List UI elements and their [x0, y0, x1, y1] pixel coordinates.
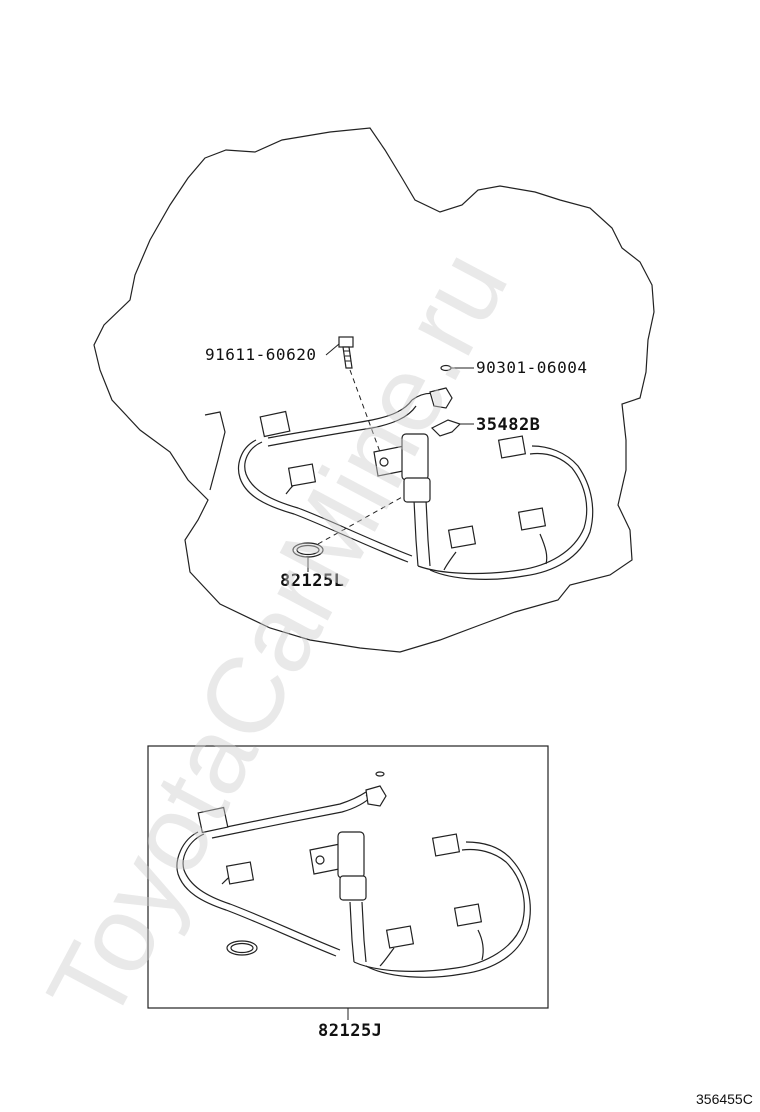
- lower-wire-harness: [176, 790, 531, 978]
- connector-lower-center: [385, 925, 415, 949]
- illustration-code: 356455C: [696, 1091, 753, 1107]
- callout-bracket: 35482B: [476, 415, 540, 435]
- bolt-install-line: [349, 369, 381, 453]
- speed-sensor-upper: [373, 433, 431, 503]
- transmission-housing-outline: [93, 127, 655, 653]
- housing-inner-edge: [204, 411, 226, 491]
- bracket-part: [430, 419, 462, 437]
- connector-lower-left: [197, 806, 229, 834]
- connector-upper-mid: [287, 463, 317, 487]
- callout-clip: 90301-06004: [476, 358, 587, 377]
- harness-clip-part: [429, 387, 453, 409]
- connector-lower-mid: [225, 861, 255, 885]
- bolt-part: [338, 336, 354, 369]
- speed-sensor-lower: [309, 831, 367, 901]
- lower-clip-part: [365, 785, 387, 807]
- upper-wire-harness: [237, 392, 594, 580]
- connector-lower-right-top: [431, 833, 461, 857]
- oring-install-line: [317, 495, 405, 545]
- lower-oring-inner: [230, 942, 254, 954]
- callout-bolt: 91611-60620: [205, 345, 316, 364]
- oring-inner: [296, 544, 320, 556]
- connector-lower-right: [453, 903, 483, 927]
- connector-upper-left: [259, 410, 291, 438]
- callout-oring: 82125L: [280, 571, 344, 591]
- callout-assembly: 82125J: [318, 1021, 382, 1041]
- lower-small-oring: [375, 771, 385, 777]
- connector-upper-center: [447, 525, 477, 549]
- connector-upper-right: [517, 507, 547, 531]
- connector-upper-right-top: [497, 435, 527, 459]
- leader-bolt: [325, 343, 340, 356]
